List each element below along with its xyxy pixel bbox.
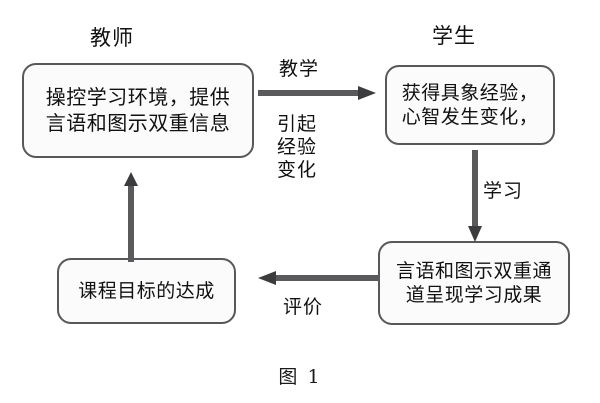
label-student-role: 学生 — [432, 24, 476, 48]
edge-label-experience-change: 引起 经验 变化 — [277, 113, 318, 182]
node-course-goal-text: 课程目标的达成 — [78, 279, 215, 302]
edge-label-evaluation: 评价 — [283, 296, 324, 318]
figure-caption: 图 1 — [278, 366, 322, 388]
node-student-experience: 获得具象经验， 心智发生变化， — [385, 65, 555, 145]
node-learning-outcome: 言语和图示双重通 道呈现学习成果 — [378, 241, 570, 325]
edge-label-learning: 学习 — [483, 180, 524, 202]
arrow-up-icon — [124, 172, 138, 262]
edge-label-teaching: 教学 — [279, 58, 320, 80]
node-course-goal: 课程目标的达成 — [57, 258, 236, 324]
label-teacher-role: 教师 — [90, 26, 134, 50]
arrow-right-icon — [258, 86, 376, 100]
node-student-experience-text: 获得具象经验， 心智发生变化， — [401, 81, 539, 128]
arrow-left-icon — [258, 271, 380, 285]
node-teacher-actions: 操控学习环境，提供 言语和图示双重信息 — [22, 63, 254, 158]
node-teacher-actions-text: 操控学习环境，提供 言语和图示双重信息 — [45, 84, 231, 135]
node-learning-outcome-text: 言语和图示双重通 道呈现学习成果 — [395, 259, 552, 306]
arrow-down-icon — [468, 150, 482, 242]
